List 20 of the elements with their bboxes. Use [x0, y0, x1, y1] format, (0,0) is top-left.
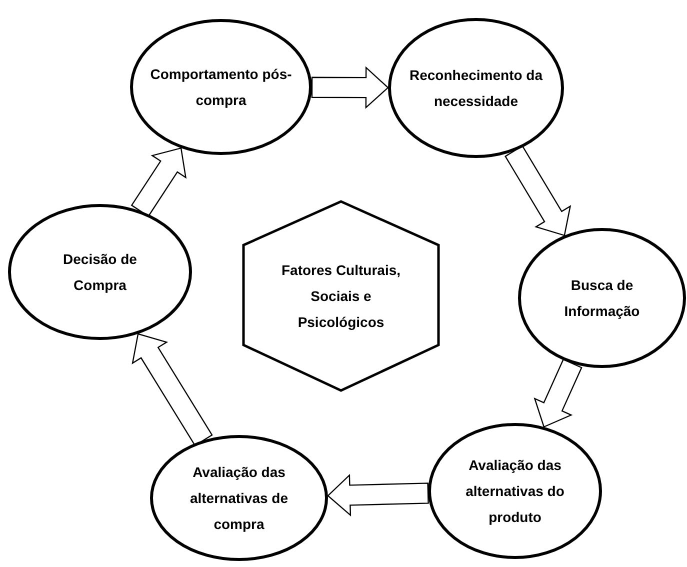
- hexagon-node: [242, 200, 440, 392]
- node-label: Avaliação das alternativas de compra: [188, 463, 290, 534]
- ellipse-node: [518, 228, 686, 368]
- ellipse-node: [150, 435, 328, 561]
- ellipse-node: [428, 423, 602, 559]
- node-label: Avaliação das alternativas do produto: [464, 456, 566, 527]
- block-arrow: [504, 145, 572, 236]
- block-arrow: [311, 66, 389, 109]
- block-arrow: [327, 474, 429, 517]
- block-arrow: [130, 147, 187, 218]
- ellipse-node: [388, 18, 564, 158]
- block-arrow: [534, 358, 582, 428]
- node-label: Busca de Informação: [563, 276, 641, 321]
- node-label: Decisão de Compra: [62, 250, 138, 295]
- ellipse-node: [130, 19, 312, 155]
- node-label: Comportamento pós-compra: [149, 65, 293, 110]
- node-label: Fatores Culturais, Sociais e Psicológicos: [280, 261, 402, 332]
- block-arrow: [132, 333, 213, 446]
- node-label: Reconhecimento da necessidade: [408, 66, 544, 111]
- ellipse-node: [8, 204, 192, 340]
